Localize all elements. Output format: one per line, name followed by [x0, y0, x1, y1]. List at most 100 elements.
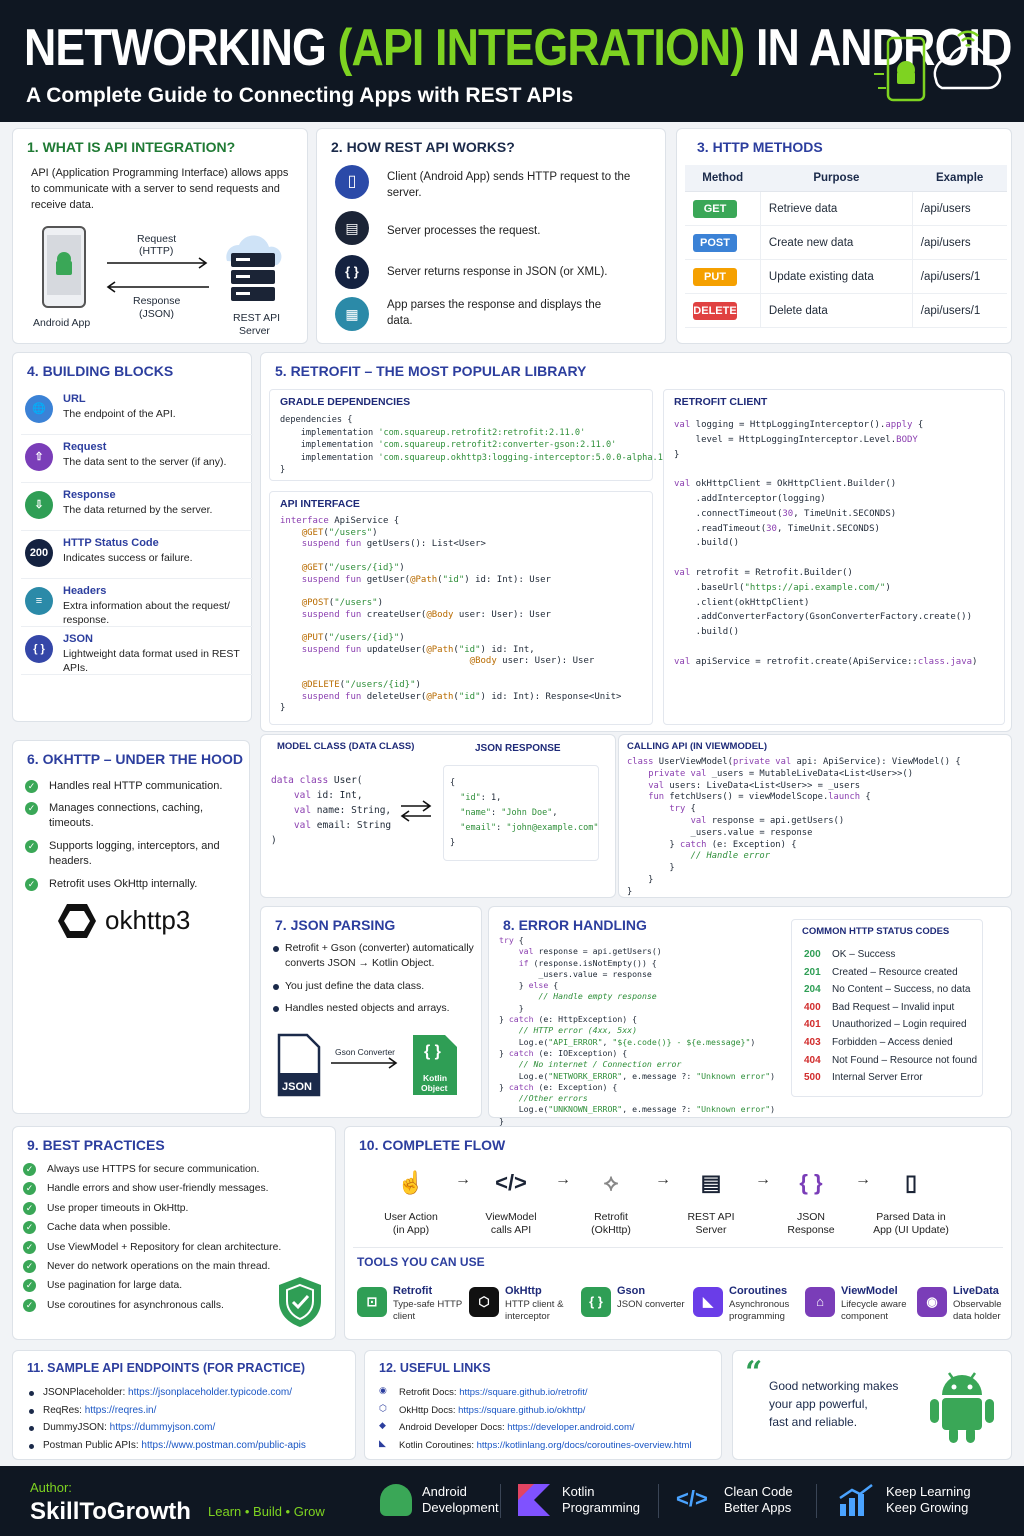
- purpose-cell: Create new data: [759, 225, 913, 260]
- section-title: 2. HOW REST API WORKS?: [331, 139, 515, 155]
- endpoint-link[interactable]: https://jsonplaceholder.typicode.com/: [128, 1387, 293, 1398]
- flow-step-icon: </>: [495, 1170, 527, 1195]
- check-icon: ✓: [25, 840, 38, 853]
- endpoint-link[interactable]: https://dummyjson.com/: [109, 1422, 216, 1433]
- bullet-icon: [29, 1391, 34, 1396]
- endpoint-link[interactable]: https://www.postman.com/public-apis: [141, 1439, 306, 1451]
- best-practice-item: Use coroutines for asynchronous calls.: [47, 1299, 224, 1311]
- building-block-title: Request: [63, 441, 107, 453]
- sub-title: API INTERFACE: [280, 498, 360, 510]
- link-icon: ◉: [379, 1385, 387, 1395]
- section-title: 10. COMPLETE FLOW: [359, 1137, 506, 1153]
- response-arrow: [106, 281, 209, 293]
- building-block-title: Headers: [63, 585, 107, 597]
- okhttp-point: Supports logging, interceptors, and head…: [49, 840, 220, 867]
- quote-line-3: fast and reliable.: [769, 1415, 858, 1429]
- json-response-code: { "id": 1, "name": "John Doe", "email": …: [450, 778, 599, 848]
- footer-item-title: Android: [422, 1484, 467, 1499]
- json-response-title: JSON RESPONSE: [475, 743, 561, 754]
- kotlin-icon: [518, 1484, 550, 1516]
- android-footer-icon: [380, 1484, 412, 1516]
- method-cell: GET: [685, 191, 761, 226]
- okhttp-point: Retrofit uses OkHttp internally.: [49, 878, 198, 890]
- best-practice-item: Cache data when possible.: [47, 1222, 171, 1234]
- useful-link-url[interactable]: https://kotlinlang.org/docs/coroutines-o…: [476, 1439, 692, 1451]
- request-label: Request: [137, 233, 177, 245]
- flow-step-icon: { }: [799, 1170, 823, 1195]
- flow-arrow-icon: →: [755, 1171, 771, 1188]
- section-title: 7. JSON PARSING: [275, 917, 396, 933]
- bullet-icon: [29, 1443, 34, 1449]
- footer-divider: [658, 1484, 659, 1518]
- useful-link-url[interactable]: https://developer.android.com/: [507, 1422, 635, 1433]
- tool-desc-line: Asynchronous: [729, 1299, 790, 1310]
- link-icon: ◆: [379, 1420, 386, 1430]
- security-shield-icon: [279, 1277, 321, 1327]
- flow-arrow-icon: →: [555, 1171, 571, 1188]
- object-label: Object: [421, 1083, 448, 1093]
- page-title: NETWORKING (API INTEGRATION) IN ANDROID: [24, 19, 1012, 77]
- gradle-code: dependencies { implementation 'com.squar…: [280, 415, 674, 476]
- flow-step-title: JSON: [796, 1211, 825, 1223]
- flow-arrow-icon: →: [655, 1171, 671, 1188]
- request-sub-label: (HTTP): [139, 245, 174, 257]
- tool-name: OkHttp: [505, 1285, 542, 1297]
- col-purpose: Purpose: [760, 165, 913, 192]
- endpoint-name: DummyJSON:: [43, 1422, 110, 1433]
- okhttp-logo-text: okhttp3: [105, 905, 191, 935]
- useful-link-item: Kotlin Coroutines: https://kotlinlang.or…: [399, 1438, 692, 1453]
- check-icon: ✓: [25, 878, 38, 891]
- building-block-title: URL: [63, 393, 86, 405]
- status-code-desc: No Content – Success, no data: [832, 984, 971, 996]
- flow-step-sub: App (UI Update): [873, 1224, 949, 1236]
- tool-desc-line: JSON converter: [617, 1299, 685, 1310]
- building-block-icon: ≡: [25, 587, 53, 615]
- useful-link-name: OkHttp Docs:: [399, 1404, 459, 1416]
- okhttp-point: Manages connections, caching, timeouts.: [49, 802, 204, 829]
- rest-step-1: Client (Android App) sends HTTP request …: [387, 171, 631, 199]
- footer-item-sub: Better Apps: [724, 1500, 792, 1515]
- useful-link-url[interactable]: https://square.github.io/retrofit/: [459, 1387, 588, 1398]
- tool-desc-line: Lifecycle aware: [841, 1299, 907, 1310]
- useful-link-name: Retrofit Docs:: [399, 1387, 460, 1398]
- section-retrofit: 5. RETROFIT – THE MOST POPULAR LIBRARY G…: [260, 352, 1012, 732]
- building-block-desc: The endpoint of the API.: [63, 408, 176, 420]
- footer-divider: [500, 1484, 501, 1518]
- endpoint-link[interactable]: https://reqres.in/: [84, 1404, 157, 1416]
- footer-item-sub: Programming: [562, 1500, 641, 1515]
- status-code: 403: [804, 1037, 821, 1048]
- method-badge: DELETE: [693, 301, 737, 320]
- check-icon: ✓: [23, 1240, 36, 1254]
- status-code: 200: [804, 949, 821, 960]
- building-block-title: Response: [63, 489, 116, 501]
- growth-chart-icon: [839, 1484, 873, 1516]
- section-title: 1. WHAT IS API INTEGRATION?: [27, 139, 236, 155]
- useful-link-name: Android Developer Docs:: [399, 1422, 508, 1433]
- status-code: 401: [804, 1019, 821, 1031]
- useful-link-url[interactable]: https://square.github.io/okhttp/: [458, 1404, 586, 1416]
- section-api-integration: 1. WHAT IS API INTEGRATION? API (Applica…: [12, 128, 308, 344]
- kotlin-label: Kotlin: [423, 1073, 448, 1083]
- status-code-desc: Not Found – Resource not found: [832, 1054, 978, 1066]
- section-title: 9. BEST PRACTICES: [27, 1137, 165, 1153]
- status-code: 400: [804, 1001, 821, 1013]
- author-tagline: Learn • Build • Grow: [208, 1504, 325, 1519]
- check-icon: ✓: [23, 1201, 36, 1215]
